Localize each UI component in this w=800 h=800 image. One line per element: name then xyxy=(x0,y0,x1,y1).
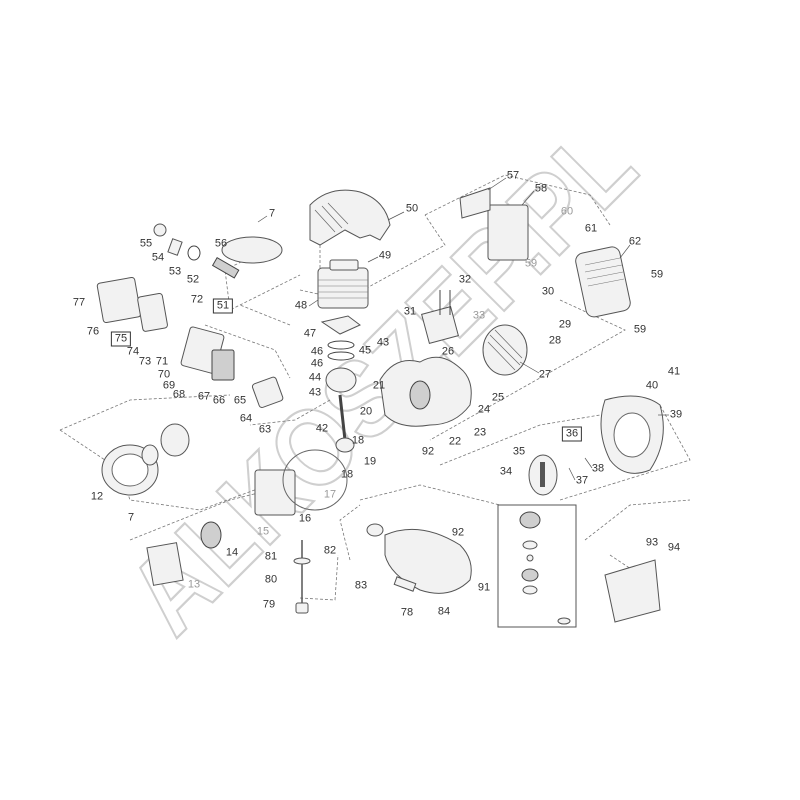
part-label-38: 38 xyxy=(591,462,605,475)
part-label-79: 79 xyxy=(262,598,276,611)
part-label-58: 58 xyxy=(534,182,548,195)
part-label-47: 47 xyxy=(303,327,317,340)
part-label-66: 66 xyxy=(212,394,226,407)
part-label-23: 23 xyxy=(473,426,487,439)
part-label-37: 37 xyxy=(575,474,589,487)
part-label-77: 77 xyxy=(72,296,86,309)
part-label-50: 50 xyxy=(405,202,419,215)
part-label-76: 76 xyxy=(86,325,100,338)
part-label-18a: 18 xyxy=(351,434,365,447)
part-label-94: 94 xyxy=(667,541,681,554)
part-label-54: 54 xyxy=(151,251,165,264)
part-label-61: 61 xyxy=(584,222,598,235)
parts xyxy=(96,187,664,628)
part-label-22: 22 xyxy=(448,435,462,448)
part-label-62: 62 xyxy=(628,235,642,248)
part-label-27: 27 xyxy=(538,368,552,381)
part-label-69: 69 xyxy=(162,379,176,392)
part-label-59b: 59 xyxy=(650,268,664,281)
part-label-13: 13 xyxy=(187,578,201,591)
part-label-30: 30 xyxy=(541,285,555,298)
part-label-19: 19 xyxy=(363,455,377,468)
part-label-18b: 18 xyxy=(340,468,354,481)
part-label-12: 12 xyxy=(90,490,104,503)
part-label-67: 67 xyxy=(197,390,211,403)
part-label-17: 17 xyxy=(323,488,337,501)
part-label-16: 16 xyxy=(298,512,312,525)
part-label-56: 56 xyxy=(214,237,228,250)
part-label-20: 20 xyxy=(359,405,373,418)
part-label-35: 35 xyxy=(512,445,526,458)
part-label-7a: 7 xyxy=(268,207,276,220)
part-label-14: 14 xyxy=(225,546,239,559)
part-label-60: 60 xyxy=(560,205,574,218)
part-label-48: 48 xyxy=(294,299,308,312)
part-label-42: 42 xyxy=(315,422,329,435)
part-label-24: 24 xyxy=(477,403,491,416)
fuel-cap-detail-box xyxy=(497,504,577,628)
part-label-39: 39 xyxy=(669,408,683,421)
part-label-53: 53 xyxy=(168,265,182,278)
part-label-71: 71 xyxy=(155,355,169,368)
part-label-25: 25 xyxy=(491,391,505,404)
part-label-51: 51 xyxy=(212,298,234,314)
part-label-29: 29 xyxy=(558,318,572,331)
part-label-28: 28 xyxy=(548,334,562,347)
part-label-74: 74 xyxy=(126,345,140,358)
part-label-45: 45 xyxy=(358,344,372,357)
part-label-75: 75 xyxy=(110,331,132,347)
part-label-59a: 59 xyxy=(524,257,538,270)
part-label-46b: 46 xyxy=(310,357,324,370)
part-label-84: 84 xyxy=(437,605,451,618)
part-label-70: 70 xyxy=(157,368,171,381)
part-label-21: 21 xyxy=(372,379,386,392)
part-label-43b: 43 xyxy=(308,386,322,399)
part-label-46a: 46 xyxy=(310,345,324,358)
part-label-15: 15 xyxy=(256,525,270,538)
part-label-63: 63 xyxy=(258,423,272,436)
leader-lines xyxy=(257,177,669,481)
part-label-92a: 92 xyxy=(421,445,435,458)
part-label-26: 26 xyxy=(441,345,455,358)
part-label-68: 68 xyxy=(172,388,186,401)
part-label-49: 49 xyxy=(378,249,392,262)
part-label-41: 41 xyxy=(667,365,681,378)
part-label-55: 55 xyxy=(139,237,153,250)
part-label-44: 44 xyxy=(308,371,322,384)
part-label-72: 72 xyxy=(190,293,204,306)
part-label-91: 91 xyxy=(477,581,491,594)
part-label-80: 80 xyxy=(264,573,278,586)
part-label-92b: 92 xyxy=(451,526,465,539)
part-label-65: 65 xyxy=(233,394,247,407)
part-label-64: 64 xyxy=(239,412,253,425)
part-label-81: 81 xyxy=(264,550,278,563)
part-label-52: 52 xyxy=(186,273,200,286)
part-label-40: 40 xyxy=(645,379,659,392)
part-label-43a: 43 xyxy=(376,336,390,349)
part-label-57: 57 xyxy=(506,169,520,182)
part-label-83: 83 xyxy=(354,579,368,592)
part-label-59c: 59 xyxy=(633,323,647,336)
part-label-31: 31 xyxy=(403,305,417,318)
part-label-36: 36 xyxy=(561,426,583,442)
part-label-78: 78 xyxy=(400,606,414,619)
part-label-73: 73 xyxy=(138,355,152,368)
part-label-33: 33 xyxy=(472,309,486,322)
part-label-7b: 7 xyxy=(127,511,135,524)
part-label-82: 82 xyxy=(323,544,337,557)
part-label-93: 93 xyxy=(645,536,659,549)
part-label-34: 34 xyxy=(499,465,513,478)
part-label-32: 32 xyxy=(458,273,472,286)
